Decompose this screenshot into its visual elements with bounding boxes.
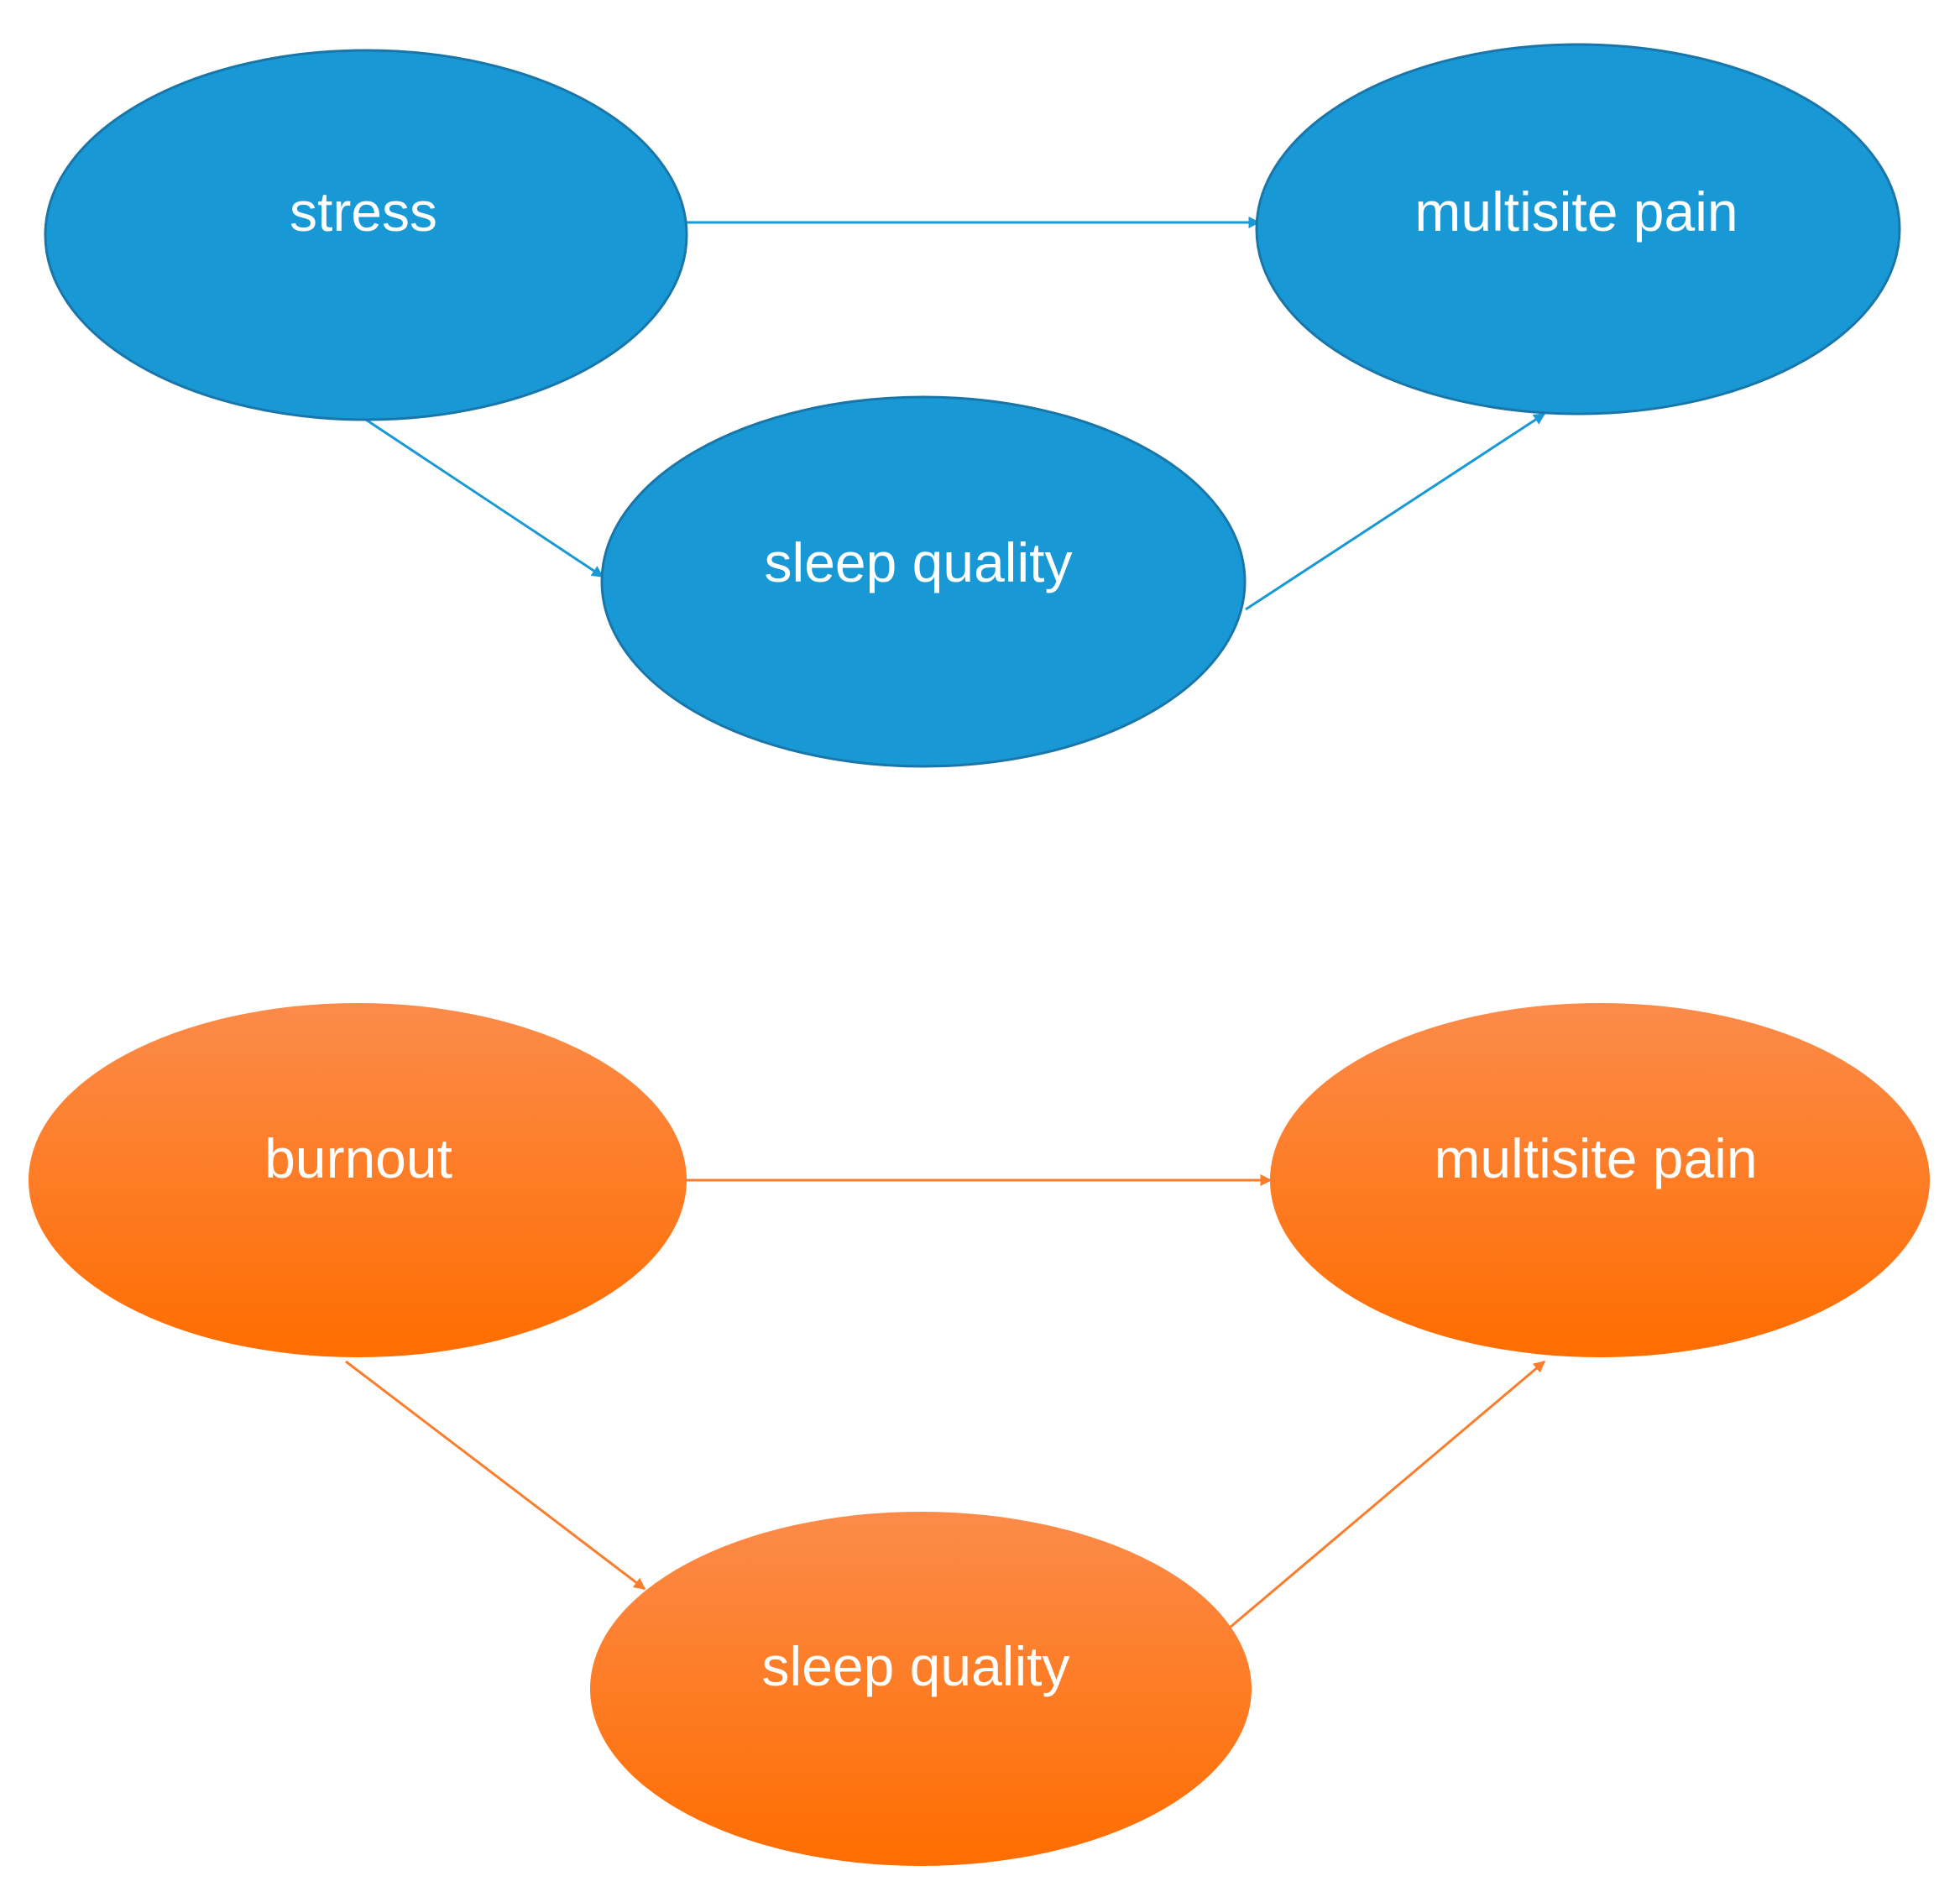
- node-multisite-pain-label: multisite pain: [1414, 180, 1738, 243]
- node-burnout-label: burnout: [264, 1127, 452, 1189]
- node-sleep-quality-label: sleep quality: [765, 531, 1073, 593]
- node-stress: stress: [44, 49, 688, 421]
- node-sleep-quality: sleep quality: [590, 1512, 1252, 1866]
- edge-burnout-to-sleep-quality: [345, 1360, 646, 1591]
- edge-stress-to-sleep-quality: [365, 418, 604, 578]
- stress-model-diagram: stress multisite pain sleep quality: [44, 43, 1901, 768]
- node-burnout: burnout: [29, 1003, 687, 1357]
- node-stress-label: stress: [290, 180, 437, 243]
- edge-sleep-quality-to-multisite-pain: [1245, 412, 1546, 611]
- node-sleep-quality-label: sleep quality: [762, 1635, 1070, 1697]
- burnout-model-diagram: burnout multisite pain sleep quality: [29, 1003, 1930, 1866]
- node-multisite-pain: multisite pain: [1255, 43, 1901, 415]
- node-multisite-pain-label: multisite pain: [1434, 1127, 1757, 1189]
- node-multisite-pain: multisite pain: [1270, 1003, 1930, 1357]
- edge-sleep-quality-to-multisite-pain: [1229, 1360, 1546, 1629]
- node-sleep-quality: sleep quality: [600, 395, 1247, 768]
